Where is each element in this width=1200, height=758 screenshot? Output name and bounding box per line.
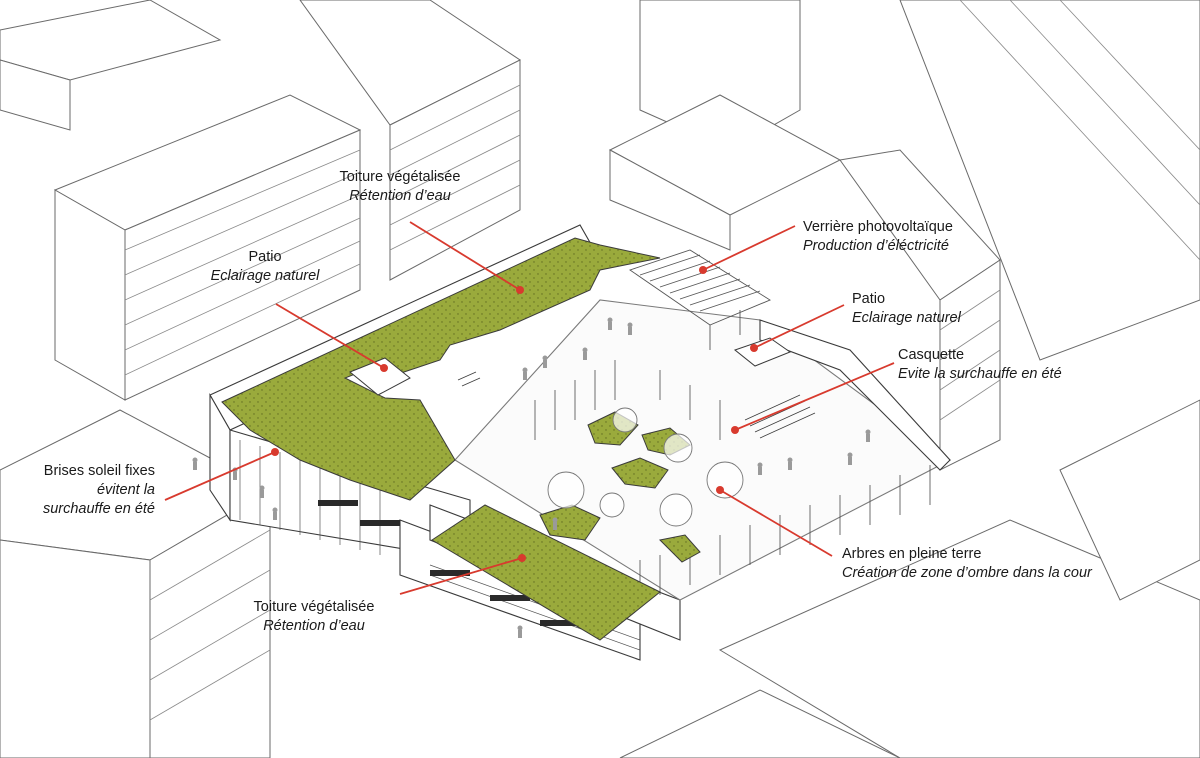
annotation-toiture-top: Toiture végétalisée Rétention d’eau	[300, 168, 500, 206]
context-building-bottom-right	[718, 519, 1200, 758]
leader-patio-right	[753, 304, 845, 349]
leader-lines	[164, 221, 895, 595]
windows	[318, 500, 580, 626]
annotation-subtitle: Eclairage naturel	[210, 268, 320, 284]
leader-dots	[271, 266, 758, 562]
annotation-arbres: Arbres en pleine terre Création de zone …	[842, 545, 1092, 583]
green-roof-bottom	[431, 504, 661, 641]
annotation-subtitle: Rétention d’eau	[349, 188, 451, 204]
stairs	[457, 371, 816, 439]
leader-patio-left	[275, 303, 385, 369]
annotation-title: Arbres en pleine terre	[842, 546, 982, 562]
leader-toiture-bottom	[399, 557, 523, 595]
trees	[547, 407, 744, 527]
context-building-bottom-far	[1059, 399, 1200, 601]
pv-canopy	[629, 249, 771, 350]
annotation-patio-right: Patio Eclairage naturel	[852, 290, 961, 328]
leader-arbres	[719, 489, 833, 557]
annotation-subtitle: Rétention d’eau	[263, 618, 365, 634]
context-building-top-left	[0, 0, 222, 81]
annotation-title: Patio	[852, 291, 886, 307]
annotation-subtitle: Création de zone d’ombre dans la cour	[842, 565, 1092, 581]
annotation-subtitle: Evite la surchauffe en été	[898, 366, 1062, 382]
leader-verriere	[702, 225, 796, 271]
annotation-verriere: Verrière photovoltaïque Production d’élé…	[803, 218, 953, 256]
leader-brises	[164, 451, 276, 501]
leader-toiture-top	[409, 221, 521, 291]
leader-casquette	[734, 362, 895, 431]
context-building-far-right	[899, 0, 1200, 361]
annotation-toiture-bottom: Toiture végétalisée Rétention d’eau	[230, 598, 398, 636]
patio-right-opening	[733, 337, 792, 367]
annotation-title: Brises soleil fixes	[43, 463, 155, 479]
annotation-title: Patio	[248, 249, 282, 265]
annotation-subtitle: surchauffe en été	[42, 501, 155, 517]
annotation-casquette: Casquette Evite la surchauffe en été	[898, 346, 1062, 384]
annotation-brises: Brises soleil fixes évitent la surchauff…	[8, 462, 155, 519]
annotation-subtitle: Production d’éléctricité	[803, 238, 949, 254]
people	[192, 317, 871, 638]
annotation-title: Toiture végétalisée	[339, 169, 461, 185]
annotation-subtitle: évitent la	[96, 482, 155, 498]
annotation-title: Casquette	[898, 347, 965, 363]
courtyard-fence	[534, 360, 931, 600]
annotation-subtitle: Eclairage naturel	[852, 310, 961, 326]
annotation-title: Verrière photovoltaïque	[803, 219, 953, 235]
annotation-title: Toiture végétalisée	[253, 599, 375, 615]
annotation-patio-left: Patio Eclairage naturel	[190, 248, 340, 286]
